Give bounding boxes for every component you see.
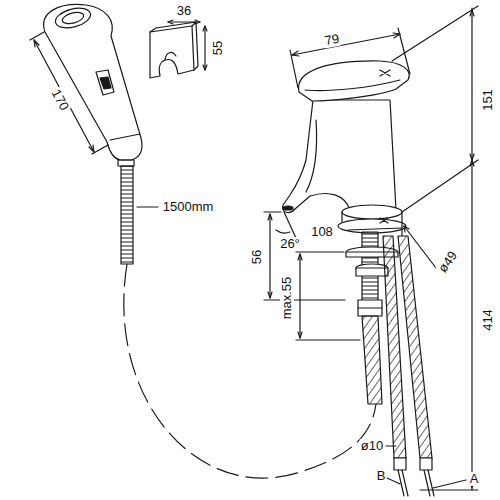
dimension-label: ø10 <box>360 439 384 453</box>
dimension-label: 414 <box>481 308 495 332</box>
hand-shower <box>44 4 142 264</box>
dimension-label: 36 <box>176 4 192 18</box>
dimension-label: 170 <box>48 86 71 114</box>
dimension-label: 151 <box>481 88 495 112</box>
dimension-label: 55 <box>211 40 225 56</box>
shower-hose-connection <box>358 300 382 404</box>
supply-hoses <box>383 236 434 496</box>
dimension-label: max.55 <box>280 276 294 321</box>
dimension-label: 26° <box>279 237 301 251</box>
dimension-label: 56 <box>250 249 264 265</box>
dimension-label: B <box>376 469 387 483</box>
dimension-label: ø49 <box>435 248 460 276</box>
dimension-label: 79 <box>323 32 342 49</box>
dimension-label: A <box>469 472 480 486</box>
faucet-body <box>283 61 409 233</box>
shower-holder <box>150 22 198 78</box>
dimension-label: 1500mm <box>162 200 215 214</box>
dimension-label: 108 <box>310 225 334 239</box>
